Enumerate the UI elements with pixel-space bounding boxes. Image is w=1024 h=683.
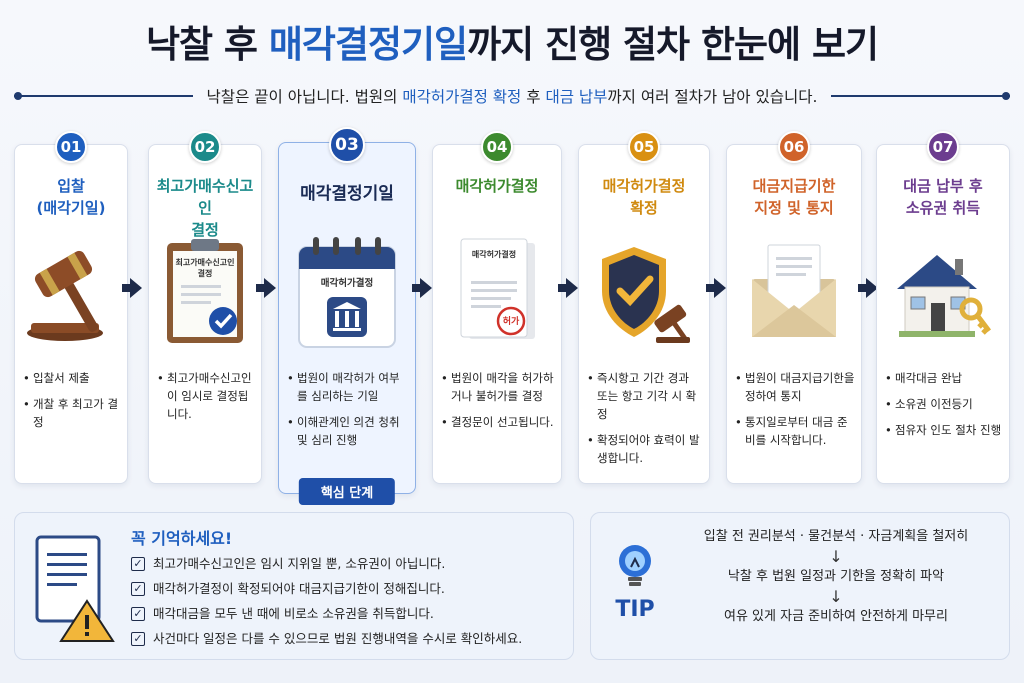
tip-line: 입찰 전 권리분석 · 물건분석 · 자금계획을 철저히 — [703, 529, 969, 544]
checkbox-icon: ✓ — [131, 581, 145, 596]
gavel-icon — [27, 250, 103, 341]
title-highlight: 매각결정기일 — [268, 23, 468, 66]
step-card-01: 01 입찰 (매각기일) 입찰서 제출 개찰 후 최고가 결정 — [14, 131, 128, 484]
step-card-06: 06 대금지급기한 지정 및 통지 법원이 대금지급기한을 정하여 통지 통지일… — [726, 131, 862, 484]
document-stamp-icon: 매각허가결정 허가 — [447, 237, 547, 347]
step-number-badge: 04 — [481, 131, 513, 163]
step-title: 매각허가결정 확정 — [602, 177, 686, 217]
step-title: 최고가매수신고인 결정 — [156, 177, 254, 239]
step-bullets: 즉시항고 기간 경과 또는 항고 기각 시 확정 확정되어야 효력이 발생합니다… — [587, 369, 703, 475]
step-title: 매각허가결정 — [455, 177, 539, 195]
arrow-icon — [706, 278, 726, 298]
calendar-court-icon: 매각허가결정 — [291, 233, 403, 353]
process-steps: 01 입찰 (매각기일) 입찰서 제출 개찰 후 최고가 결정 02 최고가매수… — [0, 127, 1024, 505]
shield-check-icon — [602, 247, 690, 343]
subtitle: 낙찰은 끝이 아닙니다. 법원의 매각허가결정 확정 후 대금 납부까지 여러 … — [206, 88, 818, 106]
down-arrow-icon: ↓ — [829, 547, 843, 566]
tip-steps: 입찰 전 권리분석 · 물건분석 · 자금계획을 철저히 ↓ 낙찰 후 법원 일… — [681, 527, 991, 627]
step-number-badge: 07 — [927, 131, 959, 163]
reminder-item: ✓사건마다 일정은 다를 수 있으므로 법원 진행내역을 수시로 확인하세요. — [131, 626, 522, 651]
tip-line: 여유 있게 자금 준비하여 안전하게 마무리 — [724, 609, 948, 624]
envelope-icon — [752, 244, 836, 337]
step-bullets: 매각대금 완납 소유권 이전등기 점유자 인도 절차 진행 — [885, 369, 1003, 447]
checkbox-icon: ✓ — [131, 556, 145, 571]
document-text: 매각허가결정 — [471, 250, 517, 259]
step-number-badge: 05 — [628, 131, 660, 163]
step-bullets: 법원이 대금지급기한을 정하여 통지 통지일로부터 대금 준비를 시작합니다. — [735, 369, 855, 457]
checkbox-icon: ✓ — [131, 606, 145, 621]
step-card-07: 07 대금 납부 후 소유권 취득 매각대금 완납 소유권 이전등기 점유자 인… — [876, 131, 1010, 484]
calendar-text: 매각허가결정 — [320, 278, 374, 289]
clipboard-text: 최고가매수신고인 결정 — [175, 258, 235, 278]
down-arrow-icon: ↓ — [829, 587, 843, 606]
house-key-icon — [897, 255, 991, 337]
step-bullets: 법원이 매각허가 여부를 심리하는 기일 이해관계인 의견 청취 및 심리 진행 — [287, 369, 409, 457]
checkbox-icon: ✓ — [131, 631, 145, 646]
reminder-item: ✓매각허가결정이 확정되어야 대금지급기한이 정해집니다. — [131, 576, 522, 601]
reminder-box: 꼭 기억하세요! ✓최고가매수신고인은 임시 지위일 뿐, 소유권이 아닙니다.… — [14, 512, 574, 660]
tip-line: 낙찰 후 법원 일정과 기한을 정확히 파악 — [727, 569, 945, 584]
divider-right — [831, 92, 1010, 100]
step-number-badge: 06 — [778, 131, 810, 163]
lightbulb-icon — [619, 545, 651, 586]
divider-left — [14, 92, 193, 100]
reminder-list: ✓최고가매수신고인은 임시 지위일 뿐, 소유권이 아닙니다. ✓매각허가결정이… — [131, 551, 522, 651]
step-card-04: 04 매각허가결정 매각허가결정 허가 법원이 매각을 허가하거나 불허가를 결… — [432, 131, 562, 484]
document-warning-icon — [35, 535, 115, 642]
arrow-icon — [122, 278, 142, 298]
approval-stamp: 허가 — [502, 317, 520, 327]
step-number-badge: 02 — [189, 131, 221, 163]
reminder-item: ✓최고가매수신고인은 임시 지위일 뿐, 소유권이 아닙니다. — [131, 551, 522, 576]
arrow-icon — [858, 278, 878, 298]
arrow-icon — [412, 278, 432, 298]
page-title: 낙찰 후 매각결정기일까지 진행 절차 한눈에 보기 — [145, 23, 879, 66]
arrow-icon — [256, 278, 276, 298]
reminder-title: 꼭 기억하세요! — [131, 529, 233, 548]
arrow-icon — [558, 278, 578, 298]
step-bullets: 입찰서 제출 개찰 후 최고가 결정 — [23, 369, 121, 439]
reminder-item: ✓매각대금을 모두 낸 때에 비로소 소유권을 취득합니다. — [131, 601, 522, 626]
step-card-02: 02 최고가매수신고인 결정 최고가매수신고인 결정 최고가매수신고인이 임시로… — [148, 131, 262, 484]
step-card-03: 03 매각결정기일 매각허가결정 — [278, 127, 416, 505]
step-number-badge: 01 — [55, 131, 87, 163]
subtitle-row: 낙찰은 끝이 아닙니다. 법원의 매각허가결정 확정 후 대금 납부까지 여러 … — [14, 80, 1010, 112]
step-title: 매각결정기일 — [300, 184, 394, 204]
step-title: 대금지급기한 지정 및 통지 — [752, 177, 836, 217]
step-bullets: 법원이 매각을 허가하거나 불허가를 결정 결정문이 선고됩니다. — [441, 369, 555, 439]
clipboard-check-icon: 최고가매수신고인 결정 — [155, 237, 255, 347]
key-step-tag: 핵심 단계 — [298, 478, 396, 505]
step-number-badge: 03 — [329, 127, 365, 163]
step-title: 대금 납부 후 소유권 취득 — [903, 177, 983, 217]
step-bullets: 최고가매수신고인이 임시로 결정됩니다. — [157, 369, 255, 431]
step-card-05: 05 매각허가결정 확정 즉시항고 기간 경과 또는 항고 기각 시 확정 확정… — [578, 131, 710, 484]
tip-box: TIP 입찰 전 권리분석 · 물건분석 · 자금계획을 철저히 ↓ 낙찰 후 … — [590, 512, 1010, 660]
tip-label: TIP — [615, 597, 655, 622]
step-title: 입찰 (매각기일) — [36, 177, 106, 217]
